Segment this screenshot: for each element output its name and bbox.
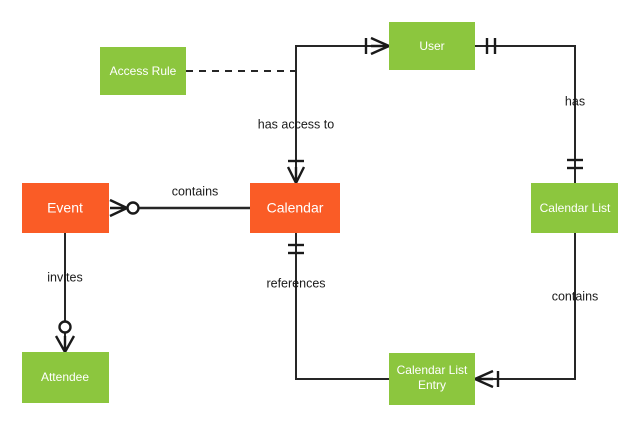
crowsfoot-user-left-icon bbox=[370, 36, 390, 56]
entity-event-label: Event bbox=[47, 200, 83, 216]
entity-calendar-list-label: Calendar List bbox=[540, 201, 611, 215]
entity-user[interactable]: User bbox=[389, 22, 475, 70]
crowsfoot-attendee-top-icon bbox=[54, 335, 76, 353]
entity-calendar-list-entry[interactable]: Calendar List Entry bbox=[389, 353, 475, 405]
entity-access-rule-label: Access Rule bbox=[110, 64, 177, 78]
entity-event-rect[interactable] bbox=[22, 183, 109, 233]
connector-references-line bbox=[295, 233, 389, 380]
entity-access-rule[interactable]: Access Rule bbox=[100, 47, 186, 95]
relationship-label-invites: invites bbox=[47, 270, 82, 284]
entity-calendar-label: Calendar bbox=[267, 200, 324, 216]
zero-circle-attendee-icon bbox=[58, 320, 72, 334]
entity-attendee-rect[interactable] bbox=[22, 352, 109, 403]
entity-calendar[interactable]: Calendar bbox=[250, 183, 340, 233]
crowsfoot-cle-right-icon bbox=[474, 369, 494, 389]
connector-invites bbox=[54, 233, 76, 353]
entity-calendar-rect[interactable] bbox=[250, 183, 340, 233]
relationship-label-has: has bbox=[565, 94, 585, 108]
entity-calendar-list[interactable]: Calendar List bbox=[531, 183, 618, 233]
connector-contains-list-line bbox=[475, 233, 576, 380]
entity-user-label: User bbox=[419, 39, 444, 53]
connector-has-access-to bbox=[286, 36, 390, 184]
relationship-label-references: references bbox=[266, 276, 325, 290]
relationship-label-contains-event: contains bbox=[172, 184, 219, 198]
zero-circle-event-icon bbox=[126, 201, 140, 215]
entity-access-rule-rect[interactable] bbox=[100, 47, 186, 95]
entity-calendar-list-entry-label-line2: Entry bbox=[418, 378, 446, 392]
connector-has bbox=[475, 38, 583, 183]
entity-calendar-list-entry-label-line1: Calendar List bbox=[397, 363, 468, 377]
connector-has-line bbox=[475, 45, 576, 183]
connector-references bbox=[288, 233, 389, 380]
crowsfoot-event-right-icon bbox=[109, 198, 128, 218]
entity-user-rect[interactable] bbox=[389, 22, 475, 70]
entity-calendar-list-entry-rect[interactable] bbox=[389, 353, 475, 405]
connector-has-access-to-line bbox=[295, 45, 389, 183]
entity-attendee-label: Attendee bbox=[41, 370, 89, 384]
relationship-label-has-access-to: has access to bbox=[258, 117, 334, 131]
connector-contains-list bbox=[474, 233, 576, 389]
entity-attendee[interactable]: Attendee bbox=[22, 352, 109, 403]
relationship-label-contains-list: contains bbox=[552, 289, 599, 303]
entity-calendar-list-rect[interactable] bbox=[531, 183, 618, 233]
entity-event[interactable]: Event bbox=[22, 183, 109, 233]
connector-contains-event bbox=[109, 198, 250, 218]
crowsfoot-calendar-top-icon bbox=[286, 166, 306, 184]
